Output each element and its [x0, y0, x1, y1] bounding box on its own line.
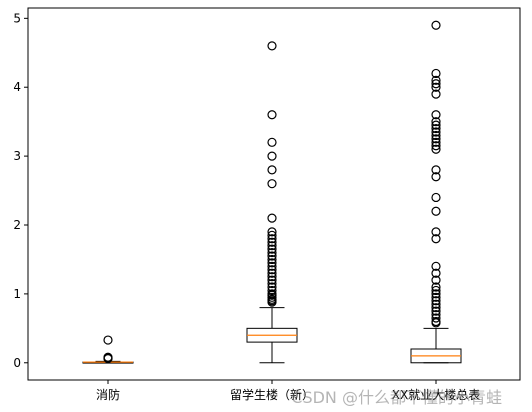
flier-point	[431, 275, 441, 285]
flier-point	[431, 117, 441, 127]
flier-point	[267, 165, 277, 175]
flier-point	[267, 234, 277, 244]
flier-point	[267, 213, 277, 223]
flier-point	[431, 75, 441, 85]
flier-point	[431, 261, 441, 271]
flier-point	[267, 237, 277, 247]
y-tick-label: 2	[13, 218, 21, 232]
flier-point	[431, 123, 441, 134]
flier-point	[431, 296, 441, 306]
flier-point	[103, 354, 113, 364]
flier-point	[431, 68, 441, 79]
flier-point	[431, 289, 441, 299]
flier-point	[267, 251, 277, 261]
box-group	[410, 20, 462, 364]
flier-point	[267, 151, 277, 161]
flier-point	[431, 89, 441, 99]
flier-point	[431, 303, 441, 313]
y-tick-label: 3	[13, 149, 21, 163]
flier-point	[267, 261, 277, 271]
flier-point	[431, 306, 441, 316]
y-tick-label: 0	[13, 356, 21, 370]
x-tick-label: 消防	[96, 387, 120, 402]
flier-point	[431, 172, 441, 182]
flier-point	[267, 110, 277, 120]
flier-point	[431, 141, 441, 151]
flier-point	[267, 241, 277, 251]
flier-point	[103, 335, 113, 345]
flier-point	[431, 268, 441, 278]
x-axis: 消防 留学生楼（新） XX就业大楼总表	[96, 380, 480, 402]
flier-point	[267, 230, 277, 240]
box-group	[82, 335, 134, 364]
flier-point	[431, 234, 441, 244]
flier-point	[267, 275, 277, 285]
flier-point	[267, 41, 277, 51]
flier-point	[267, 179, 277, 189]
y-tick-label: 4	[13, 80, 21, 94]
flier-point	[431, 137, 441, 147]
watermark-text: CSDN @什么都不懂的小青蛙	[291, 388, 502, 407]
flier-point	[431, 127, 441, 137]
box-series	[82, 20, 462, 364]
flier-point	[431, 130, 441, 141]
flier-point	[267, 268, 277, 278]
flier-point	[431, 285, 441, 296]
plot-area	[27, 7, 521, 381]
flier-point	[267, 297, 277, 307]
flier-point	[431, 20, 441, 30]
flier-point	[431, 79, 441, 89]
flier-point	[267, 272, 277, 282]
y-axis: 0 1 2 3 4 5	[13, 11, 28, 370]
flier-point	[267, 244, 277, 254]
flier-point	[431, 120, 441, 130]
flier-point	[267, 254, 277, 265]
flier-point	[431, 134, 441, 144]
flier-point	[267, 265, 277, 275]
x-tick-label: XX就业大楼总表	[392, 387, 480, 402]
box-group	[246, 41, 298, 364]
x-tick-label: 留学生楼（新）	[230, 387, 314, 402]
flier-point	[431, 192, 441, 203]
flier-point	[431, 292, 441, 302]
y-tick-label: 5	[13, 11, 21, 25]
flier-point	[267, 278, 277, 289]
y-tick-label: 1	[13, 287, 21, 301]
flier-point	[267, 227, 277, 237]
flier-point	[431, 144, 441, 154]
flier-point	[431, 110, 441, 120]
flier-point	[431, 82, 441, 92]
flier-point	[431, 318, 441, 328]
flier-point	[267, 137, 277, 147]
flier-point	[431, 165, 441, 175]
flier-point	[431, 227, 441, 237]
flier-point	[267, 258, 277, 268]
flier-point	[431, 313, 441, 323]
flier-point	[431, 206, 441, 216]
flier-point	[267, 247, 277, 258]
flier-point	[431, 282, 441, 292]
flier-point	[267, 285, 277, 296]
flier-point	[431, 299, 441, 309]
